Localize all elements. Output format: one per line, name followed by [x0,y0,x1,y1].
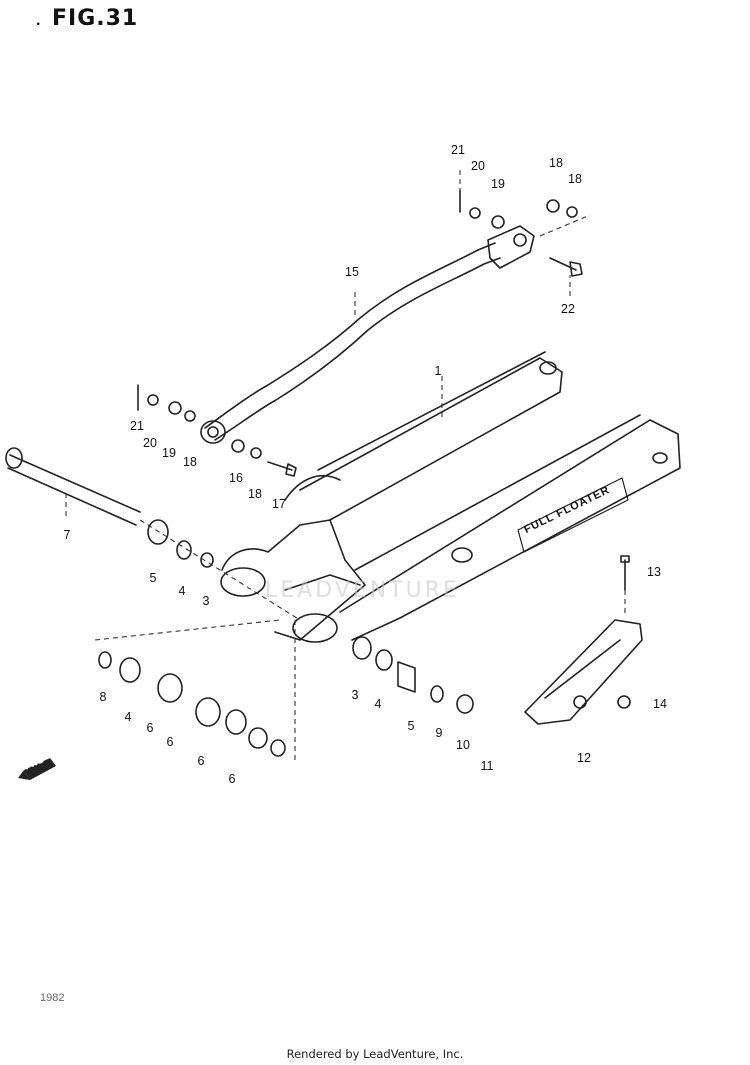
torque-rod [200,225,535,444]
figure-title: FIG.31 [52,6,139,31]
right-bushing-stack [352,636,474,714]
callout-18-top-right: 18 [568,172,582,186]
callout-6-a: 6 [146,721,154,735]
callout-5-right: 5 [407,719,415,733]
swing-arm [220,351,681,643]
callout-7: 7 [63,528,71,542]
callout-20-left: 20 [143,436,157,450]
callout-9: 9 [435,726,443,740]
callout-19-top: 19 [491,177,505,191]
callout-21-left: 21 [130,419,144,433]
chain-buffer [524,619,643,725]
fwd-badge-shape [18,758,56,780]
callout-4-lower: 4 [124,710,132,724]
callout-6-c: 6 [197,754,205,768]
callout-4-left: 4 [178,584,186,598]
callout-8: 8 [99,690,107,704]
callout-18-left: 18 [183,455,197,469]
callout-1: 1 [434,364,442,378]
callout-6-b: 6 [166,735,174,749]
callout-10: 10 [456,738,470,752]
callout-3-left: 3 [202,594,210,608]
date-stamp: 1982 [40,992,65,1004]
callout-17: 17 [272,497,286,511]
pivot-shaft [5,447,141,526]
callout-4-right: 4 [374,697,382,711]
callout-12: 12 [577,751,591,765]
callout-20-top: 20 [471,159,485,173]
callout-22: 22 [561,302,575,316]
leader-lines [65,170,626,760]
callout-14: 14 [653,697,667,711]
lower-bushing-stack [98,651,286,757]
left-bushing-stack [147,519,214,568]
callout-6-d: 6 [228,772,236,786]
callout-21-top: 21 [451,143,465,157]
figure-mark: . [36,12,41,29]
watermark-text: LEADVENTURE [265,578,460,603]
callout-5-left: 5 [149,571,157,585]
callout-16: 16 [229,471,243,485]
callout-18-top-left: 18 [549,156,563,170]
callout-19-left: 19 [162,446,176,460]
footer-credit: Rendered by LeadVenture, Inc. [286,1047,464,1061]
callout-11: 11 [480,759,494,773]
callout-18-mid: 18 [248,487,262,501]
callout-13: 13 [647,565,661,579]
callout-15: 15 [345,265,359,279]
callout-3-right: 3 [351,688,359,702]
fasteners [137,189,630,591]
